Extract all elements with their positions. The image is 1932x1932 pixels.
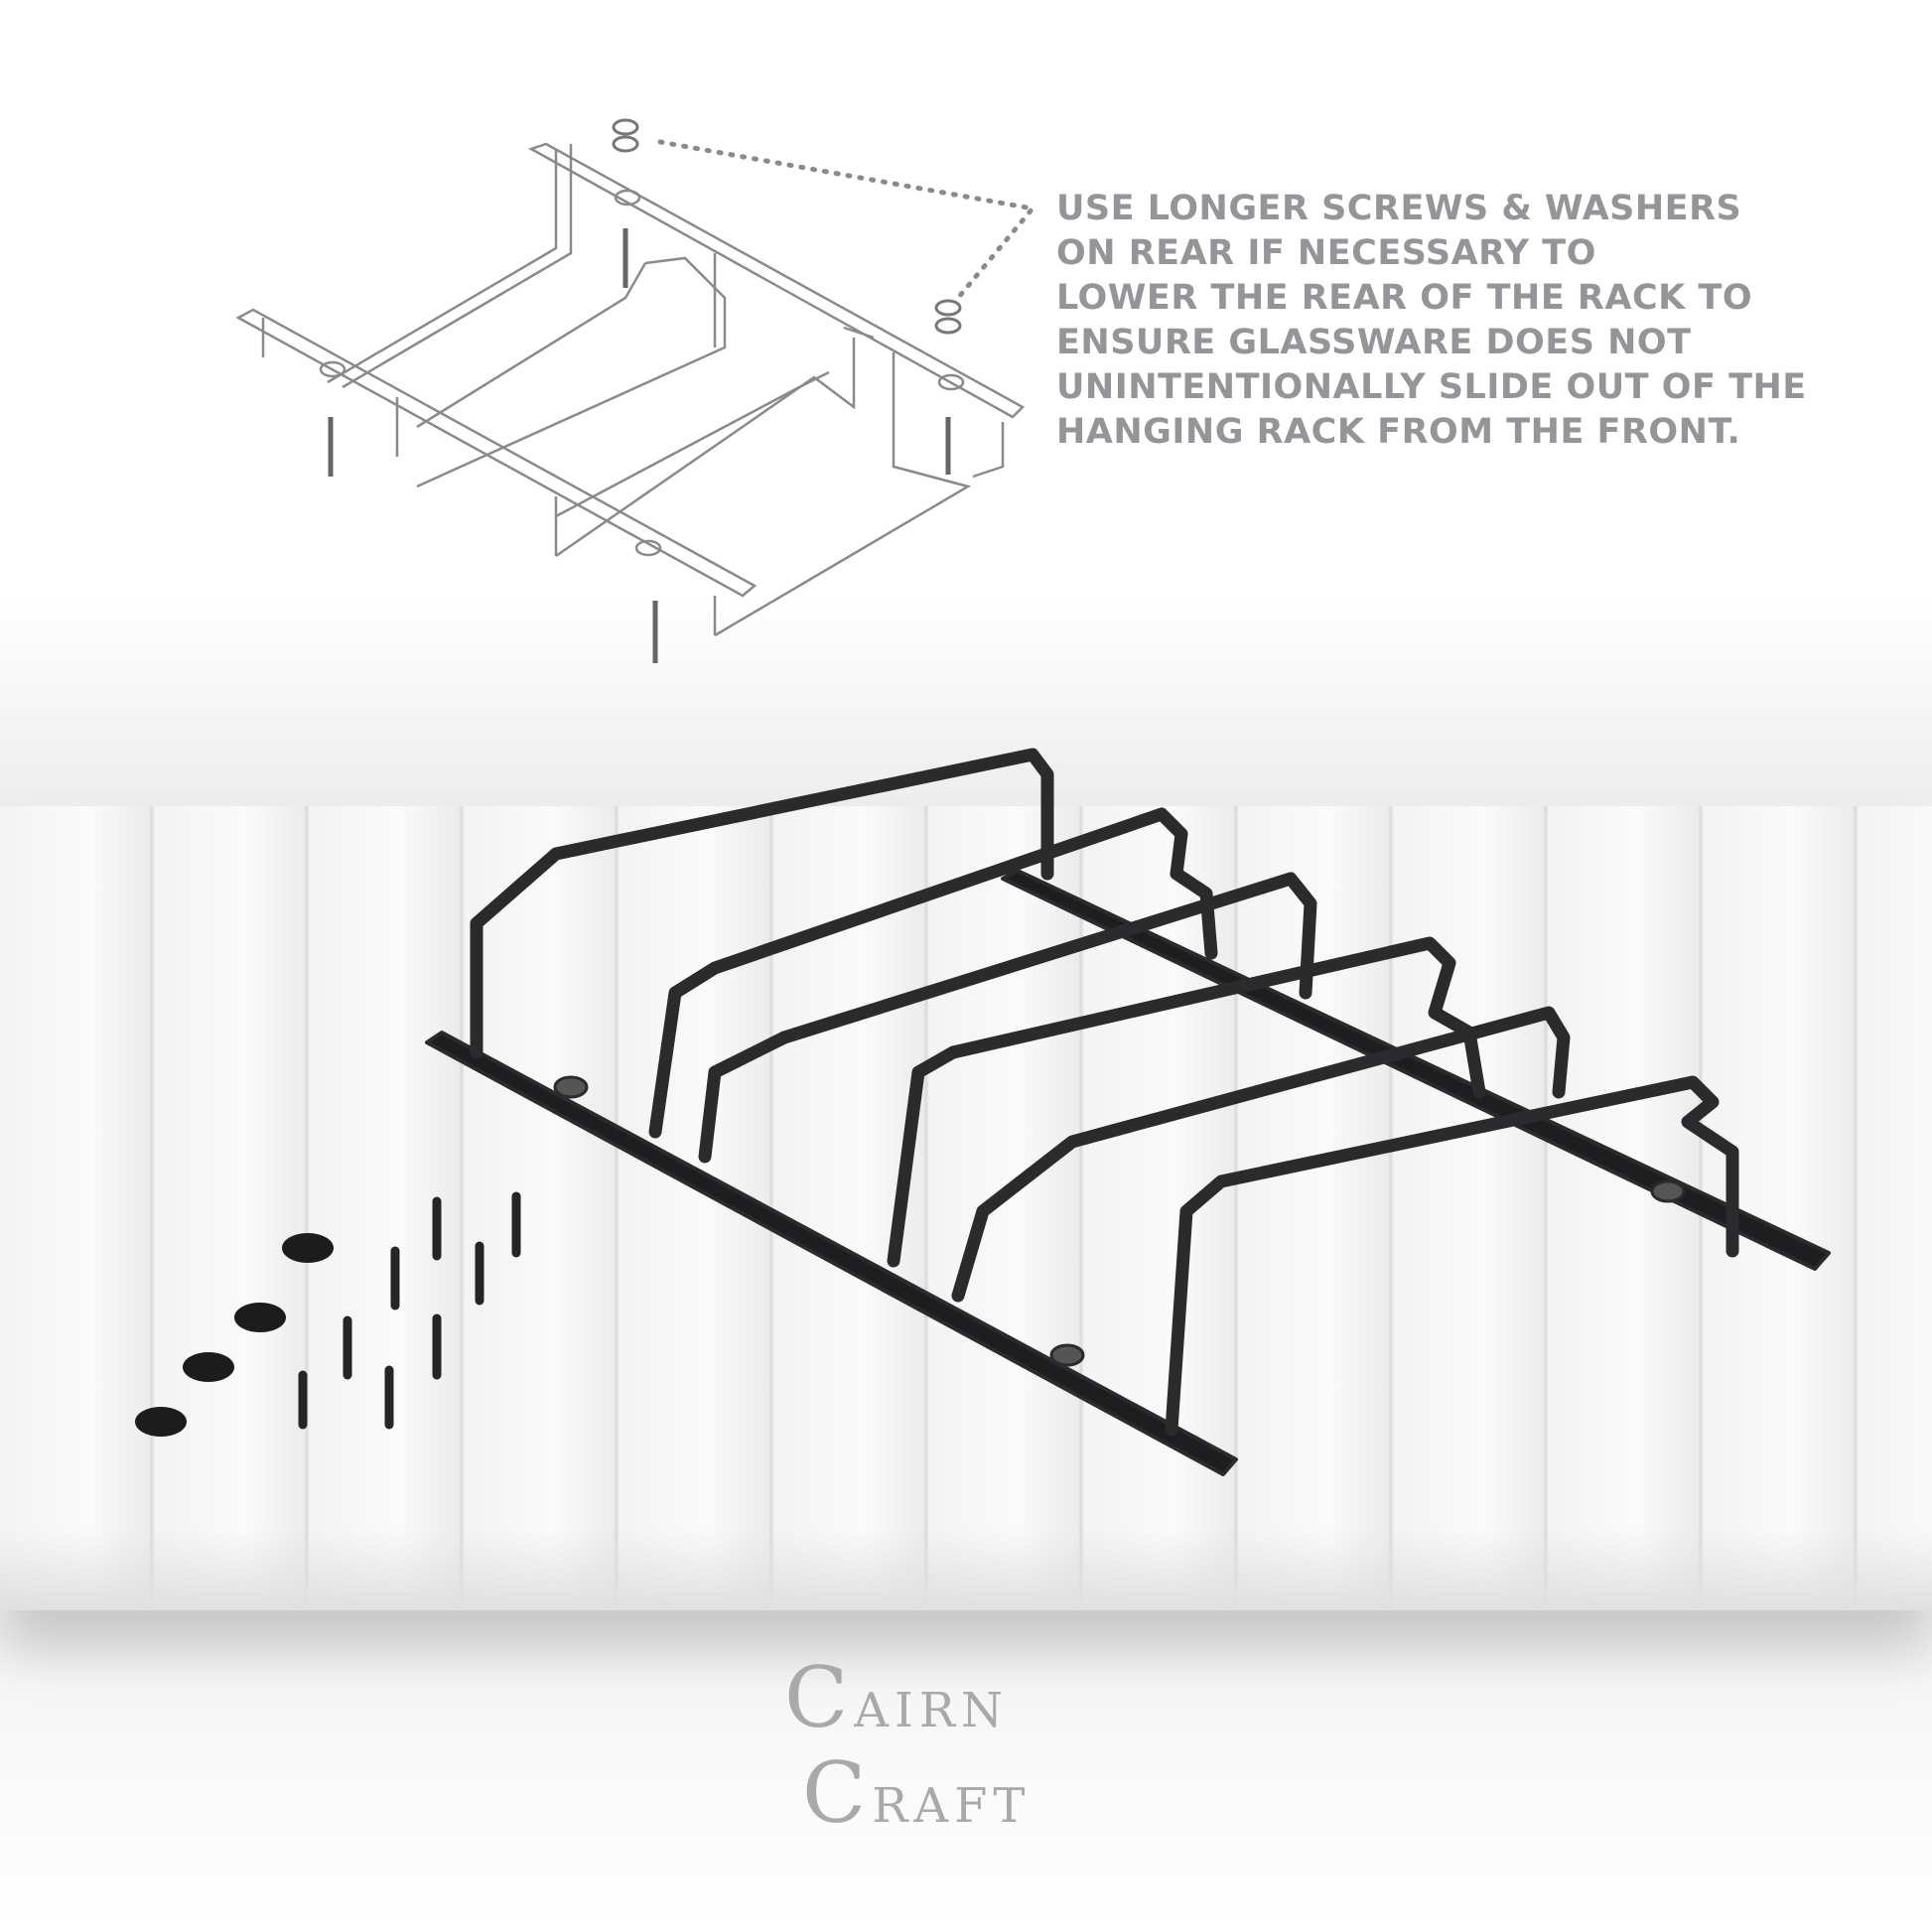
note-line: ENSURE GLASSWARE DOES NOT <box>1056 323 1692 362</box>
rack-line-drawing <box>235 142 1026 637</box>
washer-hardware-icons <box>135 1233 334 1437</box>
instruction-note: USE LONGER SCREWS & WASHERS ON REAR IF N… <box>1056 187 1807 455</box>
wine-glass-rack-photo <box>425 748 1831 1476</box>
board-edge <box>0 1529 1932 1610</box>
cairn-craft-logo: CAIRN CRAFT <box>784 1656 1122 1845</box>
note-line: LOWER THE REAR OF THE RACK TO <box>1056 278 1753 318</box>
note-line: UNINTENTIONALLY SLIDE OUT OF THE <box>1056 367 1807 407</box>
note-line: ON REAR IF NECESSARY TO <box>1056 233 1596 273</box>
logo-initial: C <box>784 1649 855 1746</box>
logo-initial: C <box>802 1744 873 1842</box>
note-line: USE LONGER SCREWS & WASHERS <box>1056 189 1742 228</box>
wood-board-background <box>0 806 1932 1610</box>
washers-icon <box>612 118 962 335</box>
screw-hardware-icons <box>298 1191 521 1430</box>
logo-line2: CRAFT <box>802 1744 1032 1842</box>
logo-line1: CAIRN <box>784 1649 1010 1746</box>
screw-icons <box>328 228 951 663</box>
note-line: HANGING RACK FROM THE FRONT. <box>1056 412 1741 452</box>
dotted-callout-line <box>657 139 1037 301</box>
